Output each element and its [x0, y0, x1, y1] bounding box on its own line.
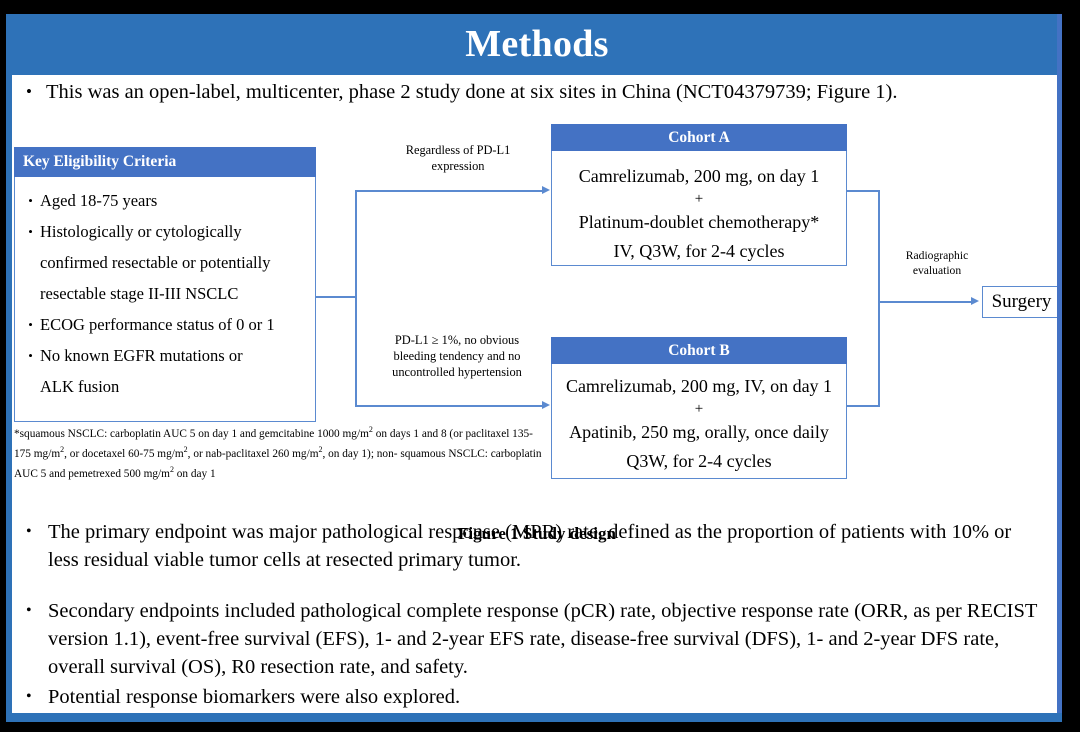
connector-spine-lower	[355, 296, 357, 406]
footnote-line2a: paclitaxel 135-175 mg/m	[14, 427, 533, 460]
accent-rule-right	[1057, 14, 1062, 722]
criteria-item: • No known EGFR mutations or	[21, 341, 309, 371]
bullet-glyph: •	[26, 82, 32, 101]
surgery-label: Surgery	[991, 291, 1052, 312]
cohort-a-header: Cohort A	[551, 124, 847, 151]
frame-right-edge	[1062, 0, 1080, 732]
accent-rule-left	[6, 14, 12, 722]
study-design-figure: Key Eligibility Criteria • Aged 18-75 ye…	[12, 120, 1062, 543]
connector-label-cohort-b: PD-L1 ≥ 1%, no obvious bleeding tendency…	[362, 332, 552, 380]
bullet-glyph: •	[28, 317, 33, 332]
footnote-sup: 2	[318, 444, 323, 454]
arrow-to-surgery	[971, 297, 979, 305]
cohort-a-line1: Camrelizumab, 200 mg, on day 1	[578, 166, 820, 186]
criteria-item: • Aged 18-75 years	[21, 186, 309, 216]
intro-bullet: • This was an open-label, multicenter, p…	[26, 79, 1046, 106]
arrow-to-cohort-b	[542, 401, 550, 409]
cohort-b-header: Cohort B	[551, 337, 847, 364]
footnote-sup: 2	[183, 444, 188, 454]
footnote-sup: 2	[368, 425, 373, 434]
bullet-glyph: •	[28, 224, 33, 239]
eligibility-header: Key Eligibility Criteria	[14, 147, 316, 177]
cohort-a-body: Camrelizumab, 200 mg, on day 1 + Platinu…	[551, 151, 847, 266]
connector-eligibility-stub	[316, 296, 356, 298]
bullet-glyph: •	[28, 348, 33, 363]
cohort-a-plus: +	[694, 191, 704, 207]
endpoint-bullet-primary: • The primary endpoint was major patholo…	[26, 518, 1046, 574]
criteria-item: • Histologically or cytologically	[21, 217, 309, 247]
intro-bullet-text: This was an open-label, multicenter, pha…	[46, 81, 898, 103]
connector-label-cohort-a: Regardless of PD-L1 expression	[368, 142, 548, 174]
bullet-text: The primary endpoint was major pathologi…	[48, 521, 1012, 571]
bullet-glyph: •	[26, 523, 32, 540]
label-line2: expression	[431, 159, 485, 173]
cohort-b-box: Cohort B Camrelizumab, 200 mg, IV, on da…	[551, 337, 847, 479]
criteria-text: Aged 18-75 years	[40, 191, 158, 210]
endpoint-bullet-biomarkers: • Potential response biomarkers were als…	[26, 683, 926, 711]
bullet-glyph: •	[26, 602, 32, 619]
criteria-text: ALK fusion	[40, 377, 120, 396]
label-line3: uncontrolled hypertension	[392, 365, 522, 379]
criteria-text: ECOG performance status of 0 or 1	[40, 315, 275, 334]
bullet-glyph: •	[28, 193, 33, 208]
slide-title-bar: Methods	[12, 14, 1062, 75]
cohort-b-body: Camrelizumab, 200 mg, IV, on day 1 + Apa…	[551, 364, 847, 479]
cohort-b-line2: Apatinib, 250 mg, orally, once daily	[569, 422, 829, 442]
connector-cohort-a-out	[847, 190, 880, 192]
footnote-line3b: on day 1	[173, 467, 216, 480]
label-line1: Regardless of PD-L1	[405, 143, 511, 157]
bullet-glyph: •	[26, 688, 32, 705]
endpoint-bullet-secondary: • Secondary endpoints included pathologi…	[26, 597, 1051, 681]
chemotherapy-footnote: *squamous NSCLC: carboplatin AUC 5 on da…	[14, 422, 544, 482]
connector-cohort-b-out	[847, 405, 880, 407]
footnote-line2b: , or docetaxel 60-75 mg/m	[64, 447, 184, 460]
footnote-line2d: , on day 1); non-	[322, 447, 398, 460]
cohort-b-plus: +	[694, 401, 704, 417]
criteria-text: Histologically or cytologically	[40, 222, 242, 241]
criteria-text: resectable stage II-III NSCLC	[40, 284, 239, 303]
criteria-item: • ECOG performance status of 0 or 1	[21, 310, 309, 340]
criteria-item-cont: resectable stage II-III NSCLC	[21, 279, 309, 309]
label-line1: PD-L1 ≥ 1%, no obvious	[394, 333, 520, 347]
criteria-text: No known EGFR mutations or	[40, 346, 243, 365]
arrow-to-cohort-a	[542, 186, 550, 194]
connector-spine-right	[878, 190, 880, 406]
footnote-sup: 2	[60, 444, 65, 454]
footnote-line1a: *squamous NSCLC: carboplatin AUC 5 on da…	[14, 427, 369, 440]
cohort-a-box: Cohort A Camrelizumab, 200 mg, on day 1 …	[551, 124, 847, 266]
label-line2: bleeding tendency and no	[393, 349, 521, 363]
connector-label-radiographic: Radiographic evaluation	[882, 248, 992, 278]
accent-rule-bottom	[6, 713, 1062, 722]
frame-top-edge	[0, 0, 1080, 14]
footnote-line3a: squamous NSCLC: carboplatin AUC 5 and pe…	[14, 447, 542, 480]
label-line2: evaluation	[912, 264, 962, 277]
page-title: Methods	[465, 23, 609, 65]
cohort-a-line2: Platinum-doublet chemotherapy*	[578, 212, 820, 232]
criteria-item-cont: confirmed resectable or potentially	[21, 248, 309, 278]
footnote-line1b: on days 1 and 8 (or	[372, 427, 463, 440]
eligibility-body: • Aged 18-75 years • Histologically or c…	[14, 177, 316, 422]
criteria-text: confirmed resectable or potentially	[40, 253, 271, 272]
surgery-box: Surgery	[982, 286, 1061, 318]
connector-to-surgery	[878, 301, 973, 303]
connector-to-cohort-a	[355, 190, 543, 192]
footnote-sup: 2	[169, 464, 174, 474]
eligibility-criteria-box: Key Eligibility Criteria • Aged 18-75 ye…	[14, 147, 316, 422]
bullet-text: Secondary endpoints included pathologica…	[48, 600, 1038, 678]
cohort-a-line3: IV, Q3W, for 2-4 cycles	[613, 241, 785, 261]
cohort-b-line1: Camrelizumab, 200 mg, IV, on day 1	[565, 376, 833, 396]
connector-to-cohort-b	[355, 405, 543, 407]
figure-caption: Figure 1 Study design	[458, 524, 616, 543]
bullet-text: Potential response biomarkers were also …	[48, 686, 461, 708]
criteria-item-cont: ALK fusion	[21, 372, 309, 402]
slide-content: • This was an open-label, multicenter, p…	[12, 75, 1062, 715]
label-line1: Radiographic	[905, 249, 969, 262]
frame-bottom-edge	[0, 722, 1080, 732]
footnote-line2c: , or nab-paclitaxel 260 mg/m	[187, 447, 319, 460]
cohort-b-line3: Q3W, for 2-4 cycles	[626, 451, 772, 471]
frame-left-edge	[0, 0, 6, 732]
connector-spine-upper	[355, 191, 357, 297]
